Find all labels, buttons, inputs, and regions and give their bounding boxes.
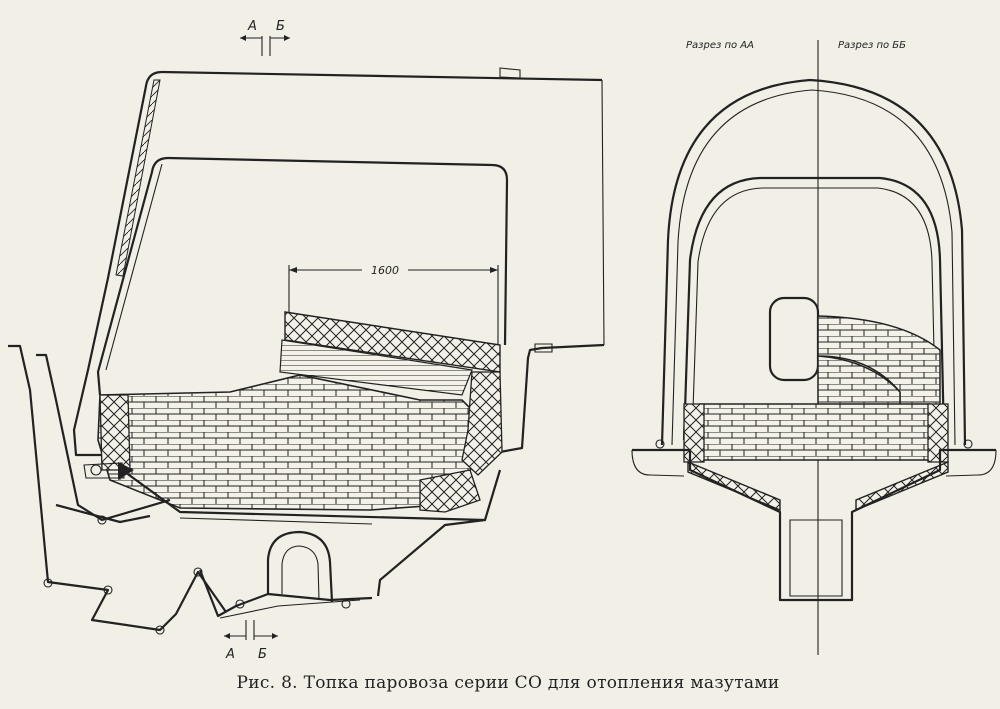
section-bb-title: Разрез по ББ	[838, 40, 906, 51]
lever-linkage	[8, 344, 373, 635]
inner-dome	[682, 176, 946, 441]
marker-top-b: Б	[276, 19, 285, 34]
dimension-1600: 1600	[288, 262, 499, 345]
ash-pan	[124, 469, 502, 597]
firehole	[768, 296, 820, 382]
brick-side-cross	[461, 371, 503, 476]
arch-layers	[279, 339, 473, 396]
dimension-label: 1600	[371, 264, 399, 277]
outer-casing	[72, 70, 603, 457]
cross-brick-base	[699, 403, 931, 461]
section-marker-bottom: А Б	[224, 620, 278, 662]
marker-bottom-b: Б	[258, 647, 267, 662]
figure-caption: Рис. 8. Топка паровоза серии СО для отоп…	[236, 673, 779, 693]
cross-section: Разрез по АА Разрез по ББ	[631, 40, 997, 655]
longitudinal-section: 1600	[8, 19, 605, 662]
marker-bottom-a: А	[225, 647, 235, 662]
section-marker-top: А Б	[240, 19, 290, 56]
inner-firebox	[96, 156, 509, 396]
section-aa-title: Разрез по АА	[686, 40, 754, 51]
burner	[83, 462, 125, 479]
marker-top-a: А	[247, 19, 257, 34]
outer-dome	[660, 78, 967, 446]
casing-hatch-strip	[115, 79, 161, 277]
chute	[266, 530, 334, 603]
